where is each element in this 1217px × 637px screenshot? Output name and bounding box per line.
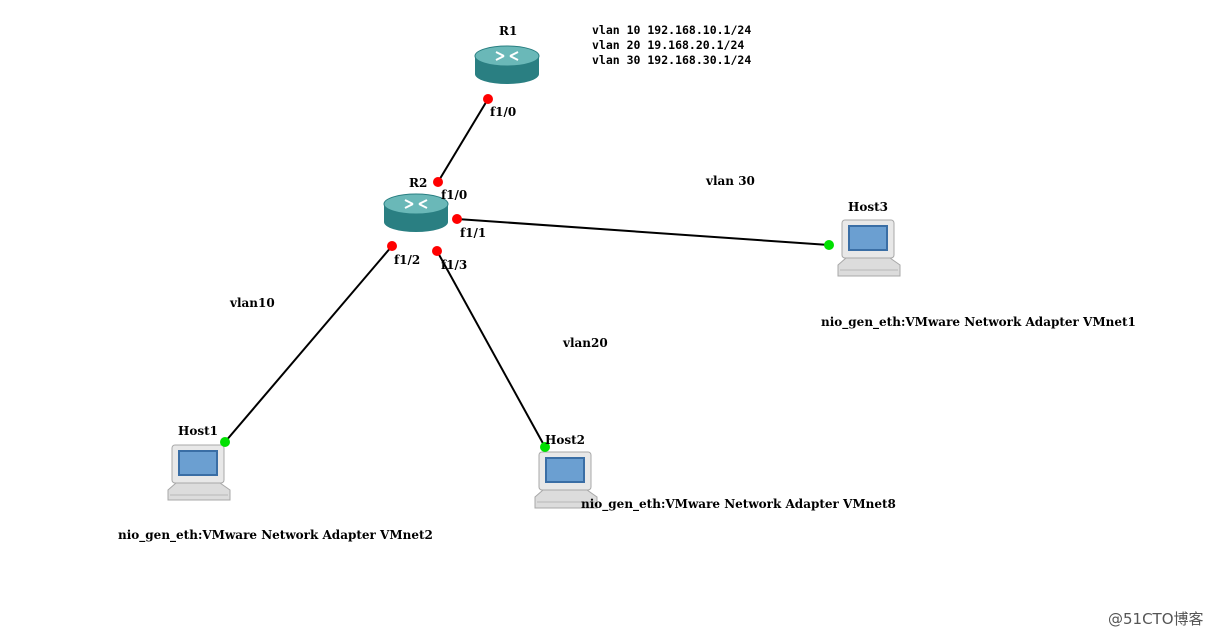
port-host2-dot[interactable] bbox=[540, 442, 550, 452]
r1-config-line-1: vlan 10 192.168.10.1/24 bbox=[592, 23, 752, 37]
watermark: @51CTO博客 bbox=[1108, 610, 1204, 628]
port-host1-dot[interactable] bbox=[220, 437, 230, 447]
port-r2-f13-label: f1/3 bbox=[441, 258, 468, 272]
router-r2-label: R2 bbox=[409, 176, 428, 190]
host2-computer[interactable] bbox=[534, 451, 598, 509]
host2-nio-label: nio_gen_eth:VMware Network Adapter VMnet… bbox=[581, 497, 896, 511]
vlan30-label: vlan 30 bbox=[706, 174, 755, 188]
router-r2[interactable] bbox=[383, 193, 449, 232]
port-r2-f11-label: f1/1 bbox=[460, 226, 487, 240]
host3-label: Host3 bbox=[848, 200, 888, 214]
router-r1[interactable] bbox=[474, 45, 540, 84]
vlan10-label: vlan10 bbox=[230, 296, 275, 310]
r1-config-line-2: vlan 20 19.168.20.1/24 bbox=[592, 38, 745, 52]
computer-icon bbox=[534, 451, 598, 509]
r1-config-line-3: vlan 30 192.168.30.1/24 bbox=[592, 53, 752, 67]
port-r2-f11-dot[interactable] bbox=[452, 214, 462, 224]
computer-icon bbox=[167, 444, 231, 501]
host3-nio-label: nio_gen_eth:VMware Network Adapter VMnet… bbox=[821, 315, 1136, 329]
port-r1-f10-label: f1/0 bbox=[490, 105, 517, 119]
port-r1-f10-dot[interactable] bbox=[483, 94, 493, 104]
vlan20-label: vlan20 bbox=[563, 336, 608, 350]
link-r1-r2[interactable] bbox=[437, 98, 489, 183]
host1-computer[interactable] bbox=[167, 444, 231, 501]
port-r2-f13-dot[interactable] bbox=[432, 246, 442, 256]
link-r2-host3[interactable] bbox=[456, 218, 830, 246]
link-r2-host1[interactable] bbox=[224, 245, 393, 443]
host3-computer[interactable] bbox=[837, 219, 901, 277]
computer-icon bbox=[837, 219, 901, 277]
host1-nio-label: nio_gen_eth:VMware Network Adapter VMnet… bbox=[118, 528, 433, 542]
port-host3-dot[interactable] bbox=[824, 240, 834, 250]
port-r2-f10-label: f1/0 bbox=[441, 188, 468, 202]
host2-label: Host2 bbox=[545, 433, 585, 447]
host1-label: Host1 bbox=[178, 424, 218, 438]
router-r1-label: R1 bbox=[499, 24, 518, 38]
link-r2-host2[interactable] bbox=[436, 250, 546, 448]
port-r2-f12-dot[interactable] bbox=[387, 241, 397, 251]
port-r2-f10-dot[interactable] bbox=[433, 177, 443, 187]
router-icon bbox=[383, 193, 449, 232]
router-icon bbox=[474, 45, 540, 84]
port-r2-f12-label: f1/2 bbox=[394, 253, 421, 267]
